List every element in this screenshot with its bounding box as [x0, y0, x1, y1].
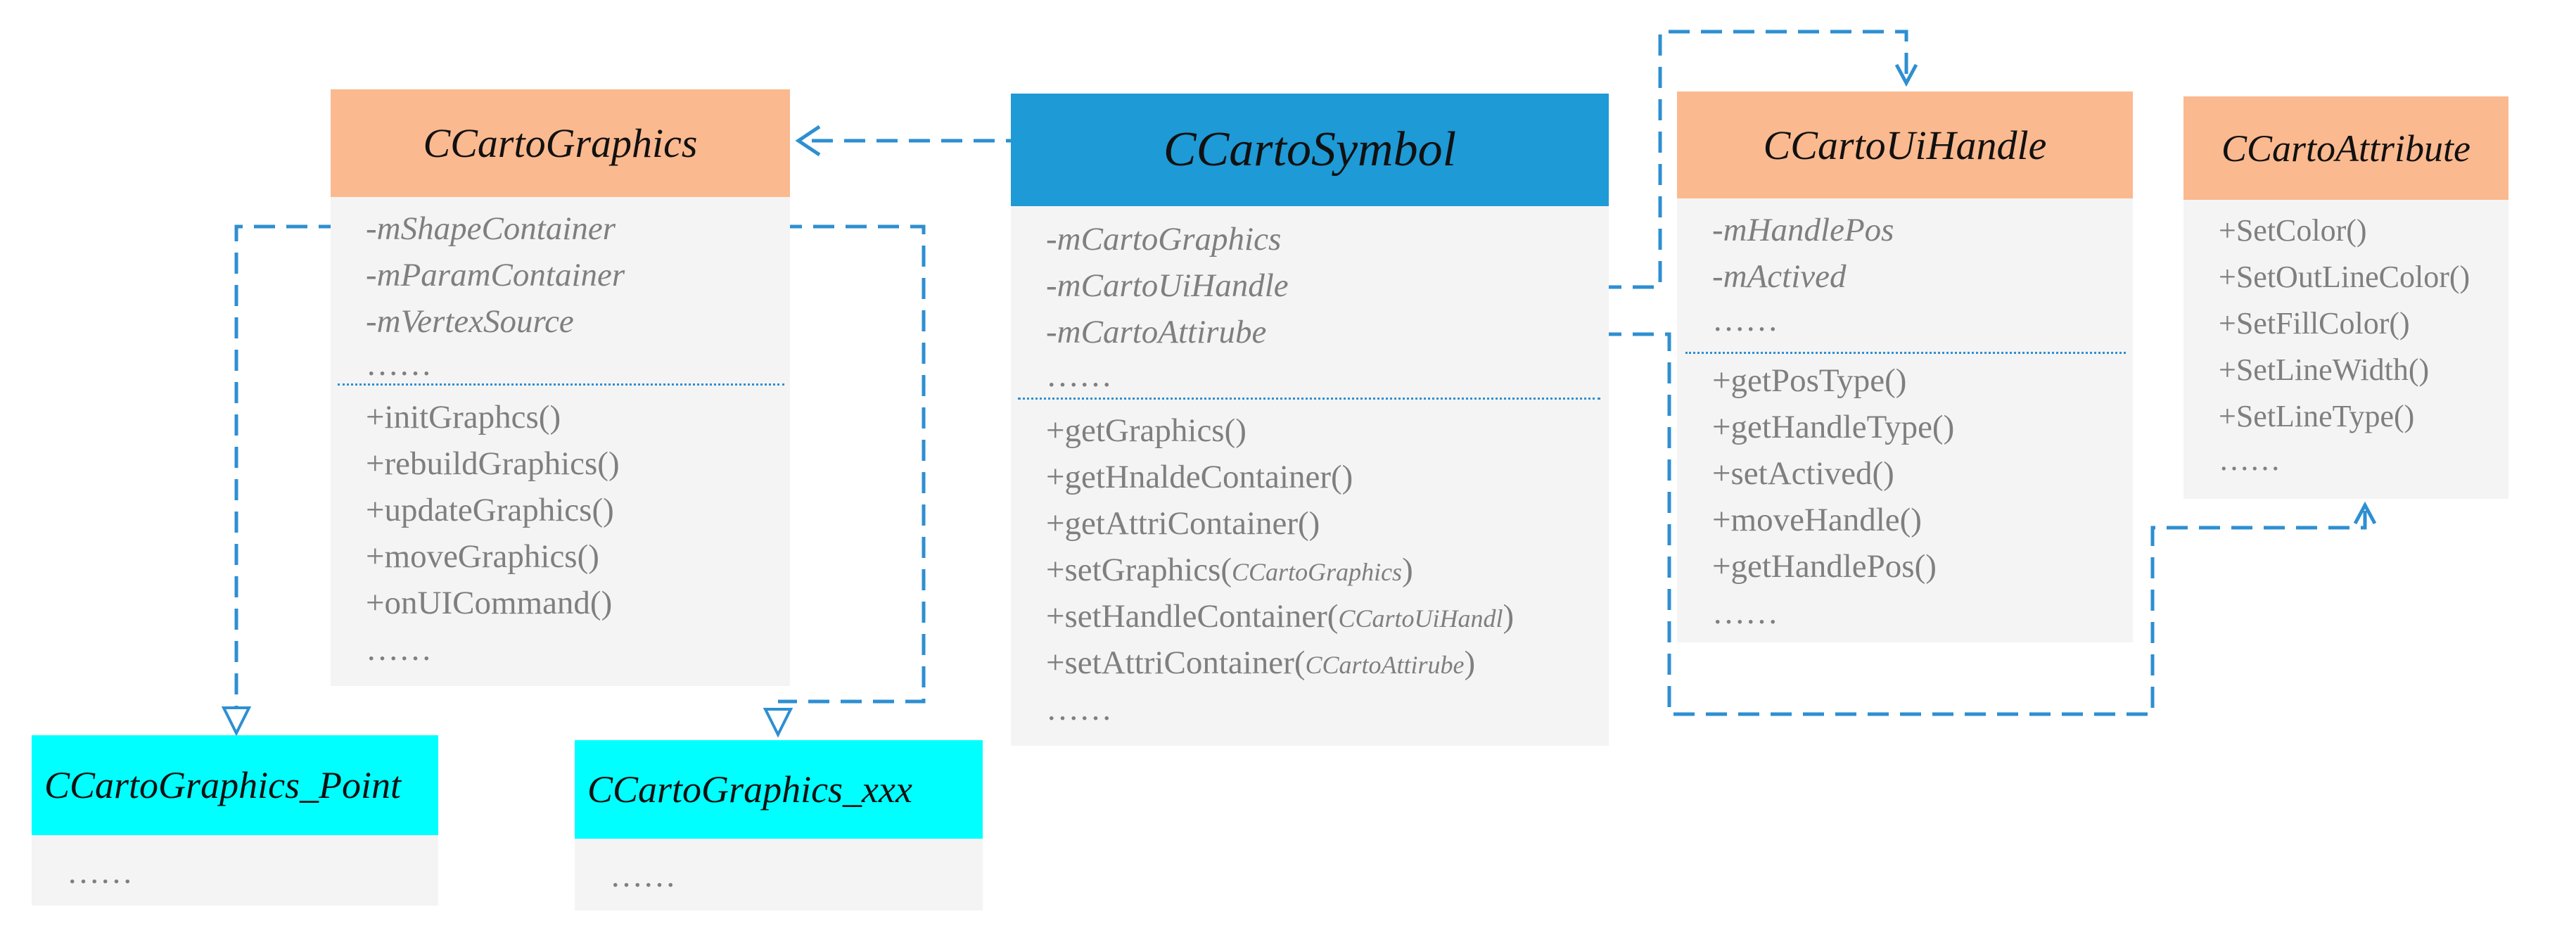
class-ccartosymbol: CCartoSymbol -mCartoGraphics -mCartoUiHa… [1011, 94, 1609, 746]
body-ellipsis: …… [67, 854, 133, 891]
method-ellipsis: …… [366, 631, 432, 668]
method-text: +setHandleContainer( [1046, 598, 1339, 635]
hollow-arrowhead-xxx [763, 708, 793, 738]
symbol-to-uihandle-link [1600, 30, 1908, 289]
class-header: CCartoAttribute [2183, 96, 2508, 200]
method-ellipsis: …… [1712, 595, 1778, 631]
method-line: +SetLineWidth() [2219, 352, 2430, 387]
method-line: +getPosType() [1712, 362, 1907, 399]
open-arrowhead-uihandle [1894, 63, 1918, 87]
method-line: +moveHandle() [1712, 502, 1922, 538]
attribute-line: -mActived [1712, 258, 1847, 295]
method-text: +setGraphics( [1046, 552, 1232, 588]
method-line: +moveGraphics() [366, 538, 599, 575]
class-header: CCartoSymbol [1011, 94, 1609, 206]
method-close: ) [1402, 552, 1413, 588]
method-line: +getGraphics() [1046, 412, 1246, 449]
method-line: +setAttriContainer(CCartoAttirube) [1046, 647, 1475, 680]
class-header: CCartoGraphics_xxx [575, 740, 983, 839]
method-line: +initGraphcs() [366, 399, 561, 436]
method-ellipsis: …… [2219, 443, 2281, 477]
attribute-ellipsis: …… [1046, 357, 1112, 394]
method-close: ) [1503, 598, 1515, 635]
method-line: +setActived() [1712, 455, 1894, 492]
member-separator [338, 383, 784, 386]
class-header: CCartoGraphics_Point [32, 735, 438, 835]
class-name: CCartoUiHandle [1763, 122, 2047, 168]
attribute-line: -mVertexSource [366, 303, 574, 340]
method-line: +setGraphics(CCartoGraphics) [1046, 554, 1413, 587]
method-close: ) [1464, 644, 1476, 681]
class-body: +SetColor() +SetOutLineColor() +SetFillC… [2183, 200, 2508, 499]
method-line: +getHandlePos() [1712, 548, 1937, 585]
method-line: +setHandleContainer(CCartoUiHandl) [1046, 600, 1514, 633]
class-header: CCartoGraphics [331, 89, 790, 197]
attribute-ellipsis: …… [366, 346, 432, 383]
method-text: +setAttriContainer( [1046, 644, 1306, 681]
hollow-arrowhead-point [221, 706, 252, 737]
method-line: +getAttriContainer() [1046, 505, 1320, 542]
class-ccartographics-xxx: CCartoGraphics_xxx …… [575, 740, 983, 910]
class-body: …… [32, 835, 438, 906]
attribute-line: -mCartoGraphics [1046, 221, 1282, 258]
attribute-line: -mParamContainer [366, 257, 625, 293]
class-body: -mShapeContainer -mParamContainer -mVert… [331, 197, 790, 686]
attribute-line: -mShapeContainer [366, 210, 616, 247]
method-line: +SetColor() [2219, 213, 2367, 248]
method-line: +getHandleType() [1712, 409, 1955, 445]
member-separator [1685, 352, 2126, 354]
open-arrowhead-graphics [795, 125, 821, 157]
class-name: CCartoGraphics_Point [44, 764, 402, 806]
symbol-to-attribute-link [1600, 332, 2367, 716]
method-line: +SetFillColor() [2219, 306, 2410, 341]
method-line: +onUICommand() [366, 585, 613, 621]
class-body: …… [575, 839, 983, 910]
attribute-line: -mCartoAttirube [1046, 314, 1267, 350]
method-argument: CCartoAttirube [1305, 651, 1465, 679]
open-arrowhead-attribute [2353, 501, 2377, 525]
class-name: CCartoAttribute [2221, 127, 2471, 170]
method-line: +SetOutLineColor() [2219, 260, 2470, 294]
method-line: +rebuildGraphics() [366, 445, 620, 482]
body-ellipsis: …… [610, 858, 676, 894]
class-name: CCartoGraphics [423, 120, 698, 166]
method-line: +getHnaldeContainer() [1046, 459, 1353, 495]
attribute-ellipsis: …… [1712, 302, 1778, 338]
class-body: -mHandlePos -mActived …… +getPosType() +… [1677, 198, 2133, 642]
attribute-line: -mHandlePos [1712, 212, 1894, 248]
class-ccartographics: CCartoGraphics -mShapeContainer -mParamC… [331, 89, 790, 686]
class-name: CCartoGraphics_xxx [587, 768, 912, 811]
class-ccartographics-point: CCartoGraphics_Point …… [32, 735, 438, 906]
class-ccartouihandle: CCartoUiHandle -mHandlePos -mActived …… … [1677, 91, 2133, 642]
method-ellipsis: …… [1046, 691, 1112, 728]
member-separator [1018, 398, 1600, 400]
method-line: +updateGraphics() [366, 492, 614, 528]
graphics-to-point-link [234, 224, 340, 718]
class-body: -mCartoGraphics -mCartoUiHandle -mCartoA… [1011, 206, 1609, 746]
method-argument: CCartoUiHandl [1338, 604, 1503, 633]
class-name: CCartoSymbol [1163, 122, 1457, 177]
class-ccartoattribute: CCartoAttribute +SetColor() +SetOutLineC… [2183, 96, 2508, 499]
method-line: +SetLineType() [2219, 399, 2415, 433]
method-argument: CCartoGraphics [1232, 558, 1403, 586]
graphics-to-xxx-link [778, 224, 926, 704]
class-header: CCartoUiHandle [1677, 91, 2133, 198]
attribute-line: -mCartoUiHandle [1046, 267, 1289, 304]
